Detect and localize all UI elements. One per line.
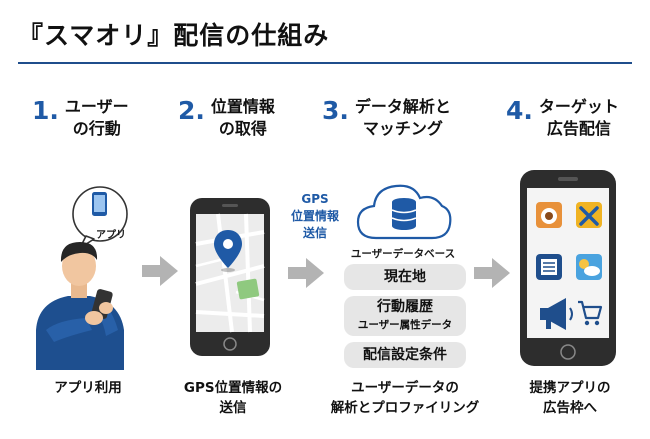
database-label: ユーザーデータベース [350, 248, 456, 260]
step-2-header: 2. 位置情報 の取得 [178, 96, 275, 140]
step-3-header: 3. データ解析と マッチング [322, 96, 451, 140]
data-item-delivery-conditions: 配信設定条件 [344, 342, 466, 368]
step-3-caption: ユーザーデータの 解析とプロファイリング [318, 378, 492, 418]
cloud-database-icon [356, 184, 452, 240]
data-item-location: 現在地 [344, 264, 466, 290]
step-3-caption-line2: 解析とプロファイリング [330, 400, 480, 416]
step-4-header: 4. ターゲット 広告配信 [506, 96, 619, 140]
data-item-location-label: 現在地 [384, 269, 426, 285]
step-4-number: 4. [506, 96, 533, 125]
step-2-caption-line2: 送信 [219, 400, 247, 416]
step-1-header: 1. ユーザー の行動 [32, 96, 129, 140]
step-4-caption-line1: 提携アプリの [529, 380, 611, 396]
phone-map-illustration [190, 198, 270, 356]
step-4-caption: 提携アプリの 広告枠へ [518, 378, 622, 418]
data-item-behavior-history: 行動履歴 ユーザー属性データ [344, 296, 466, 336]
step-1-title-line2: の行動 [72, 119, 121, 138]
step-1-number: 1. [32, 96, 59, 125]
shopping-cart-icon [578, 300, 603, 326]
step-3-title-line1: データ解析と [354, 97, 451, 116]
tools-app-icon [576, 202, 602, 228]
bubble-label: アプリ [96, 230, 126, 241]
flow-arrow-3 [474, 258, 510, 288]
step-3-number: 3. [322, 96, 349, 125]
step-2-title-line2: の取得 [218, 119, 267, 138]
megaphone-icon [540, 298, 573, 330]
data-item-attribute-label: ユーザー属性データ [357, 319, 453, 331]
gps-label-line3: 送信 [302, 226, 327, 240]
person-using-phone-illustration [36, 186, 128, 370]
step-1-caption: アプリ利用 [54, 380, 122, 396]
step-3-caption-line1: ユーザーデータの [351, 380, 459, 396]
gps-label-line1: GPS [301, 192, 329, 206]
step-2-caption: GPS位置情報の 送信 [170, 378, 296, 418]
data-item-behavior-label: 行動履歴 [377, 299, 433, 315]
data-item-conditions-label: 配信設定条件 [363, 347, 447, 363]
food-app-icon [536, 202, 562, 228]
flow-arrow-1 [142, 256, 178, 286]
gps-transmission-label: GPS 位置情報 送信 [284, 191, 346, 242]
step-2-title-line1: 位置情報 [210, 97, 275, 116]
step-2-caption-line1: GPS位置情報の [183, 380, 283, 396]
step-4-title-line1: ターゲット [538, 97, 619, 116]
gps-label-line2: 位置情報 [290, 209, 339, 223]
step-2-number: 2. [178, 96, 205, 125]
step-3-title-line2: マッチング [362, 119, 443, 138]
step-4-title-line2: 広告配信 [546, 119, 611, 138]
flow-arrow-2 [288, 258, 324, 288]
phone-ad-illustration [520, 170, 616, 366]
app-speech-bubble [72, 186, 128, 249]
title-divider [18, 62, 632, 64]
weather-app-icon [576, 254, 602, 280]
step-1-title-line1: ユーザー [64, 97, 129, 116]
page-title: 『スマオリ』配信の仕組み [18, 21, 330, 50]
step-4-caption-line2: 広告枠へ [543, 400, 597, 416]
news-app-icon [536, 254, 562, 280]
